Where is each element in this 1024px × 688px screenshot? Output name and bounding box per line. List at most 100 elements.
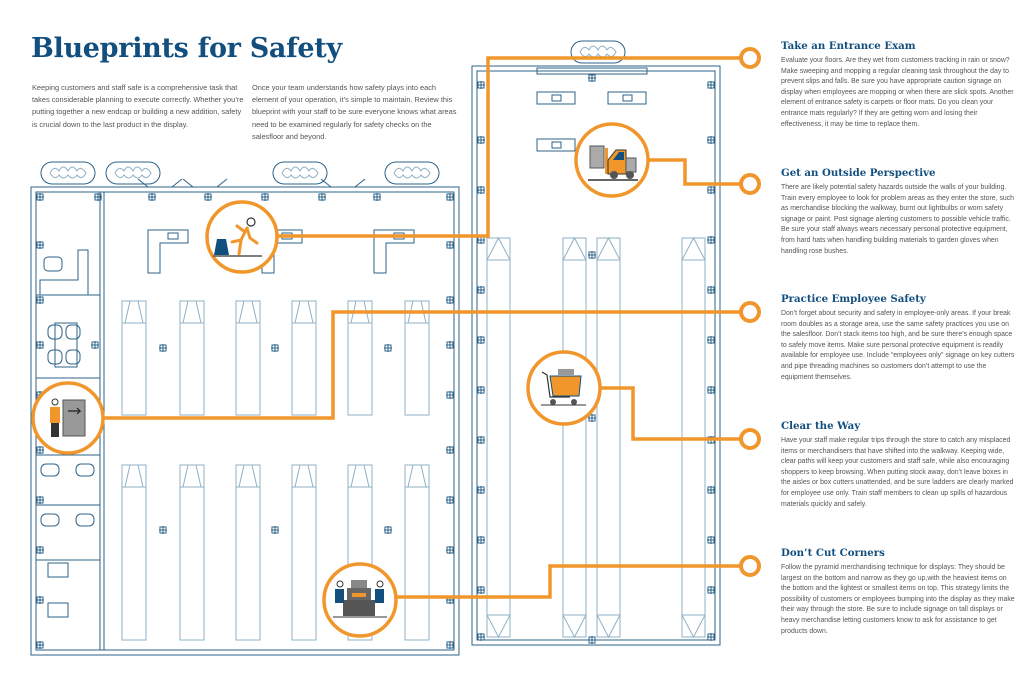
cart-basket: [549, 375, 582, 397]
building-wall: [471, 65, 721, 646]
column: [477, 633, 485, 641]
column: [446, 391, 454, 399]
register-icon: [167, 232, 179, 240]
column: [707, 136, 715, 144]
person-head: [376, 580, 384, 588]
wheel: [550, 399, 556, 405]
caution-cone-icon: [214, 239, 229, 255]
shelf-gondola: [235, 464, 261, 641]
column: [446, 641, 454, 649]
person-head: [246, 217, 256, 227]
section-body: Don’t forget about security and safety i…: [781, 310, 1015, 381]
desk: [47, 562, 69, 578]
column: [91, 341, 99, 349]
column: [707, 536, 715, 544]
column: [588, 414, 596, 422]
column: [318, 193, 326, 201]
column: [707, 81, 715, 89]
shopping-cart-icon: [541, 369, 586, 406]
column: [477, 486, 485, 494]
column: [707, 336, 715, 344]
shelf-gondola: [404, 300, 430, 416]
shelf-gondola: [404, 464, 430, 641]
column: [36, 596, 44, 604]
column: [707, 286, 715, 294]
column: [36, 546, 44, 554]
column: [148, 193, 156, 201]
column: [384, 344, 392, 352]
crate: [589, 145, 605, 169]
planter: [384, 161, 440, 185]
wheel: [610, 171, 618, 179]
shelf-gondola: [562, 237, 587, 638]
column: [94, 193, 102, 201]
chair-icon: [65, 324, 81, 340]
hands: [352, 593, 366, 597]
cart-item: [558, 369, 574, 375]
callout-line: [600, 386, 740, 441]
service-desk: [536, 138, 576, 152]
section-body: Have your staff make regular trips throu…: [781, 437, 1014, 508]
toilet-icon: [40, 513, 60, 527]
box-bottom: [343, 600, 375, 616]
endcap: [180, 300, 204, 324]
callout-line: [648, 158, 740, 186]
column: [477, 536, 485, 544]
endcap: [122, 300, 146, 324]
cab: [613, 152, 624, 160]
column: [707, 186, 715, 194]
section-heading: Don’t Cut Corners: [781, 547, 885, 559]
section-entrance-exam: Take an Entrance Exam Evaluate your floo…: [781, 40, 1016, 130]
section-heading: Take an Entrance Exam: [781, 40, 916, 52]
column: [271, 526, 279, 534]
column: [707, 586, 715, 594]
toilet-icon: [40, 463, 60, 477]
service-desk: [607, 91, 647, 105]
callout-marker-icon: [739, 47, 761, 69]
section-body: There are likely potential safety hazard…: [781, 184, 1014, 255]
callout-marker-icon: [739, 428, 761, 450]
callout-lines: [103, 56, 740, 599]
column: [446, 296, 454, 304]
floor-plan: [30, 40, 721, 656]
forklift-icon: [588, 145, 638, 181]
chair-icon: [65, 349, 81, 365]
section-clear-the-way: Clear the Way Have your staff make regul…: [781, 420, 1016, 510]
shelf-gondola: [347, 464, 373, 641]
building-wall: [30, 186, 460, 656]
wheel: [626, 171, 634, 179]
planter: [40, 161, 96, 185]
column: [446, 446, 454, 454]
shrub-icon: [49, 166, 87, 179]
planter: [272, 161, 328, 185]
display-stack-icon: [333, 580, 387, 618]
column: [707, 486, 715, 494]
column: [707, 236, 715, 244]
section-outside-perspective: Get an Outside Perspective There are lik…: [781, 167, 1016, 257]
column: [477, 436, 485, 444]
endcap: [122, 464, 146, 488]
register-icon: [551, 141, 562, 149]
section-heading: Practice Employee Safety: [781, 293, 926, 305]
page-title: Blueprints for Safety: [31, 33, 342, 64]
column: [477, 336, 485, 344]
column: [477, 81, 485, 89]
toilet-icon: [75, 513, 95, 527]
callout-line: [103, 310, 740, 420]
column: [446, 496, 454, 504]
shrub-icon: [114, 166, 152, 179]
column: [204, 193, 212, 201]
endcap: [292, 300, 316, 324]
person-body: [50, 407, 60, 423]
shelf-gondola: [596, 237, 621, 638]
service-counter: [536, 67, 648, 75]
counterweight: [625, 157, 637, 173]
shelf-gondola: [121, 300, 147, 416]
section-body: Evaluate your floors. Are they wet from …: [781, 57, 1014, 128]
column: [373, 193, 381, 201]
mast: [605, 148, 608, 174]
column: [588, 636, 596, 644]
arrow-icon: [68, 407, 82, 415]
person-head: [336, 580, 344, 588]
